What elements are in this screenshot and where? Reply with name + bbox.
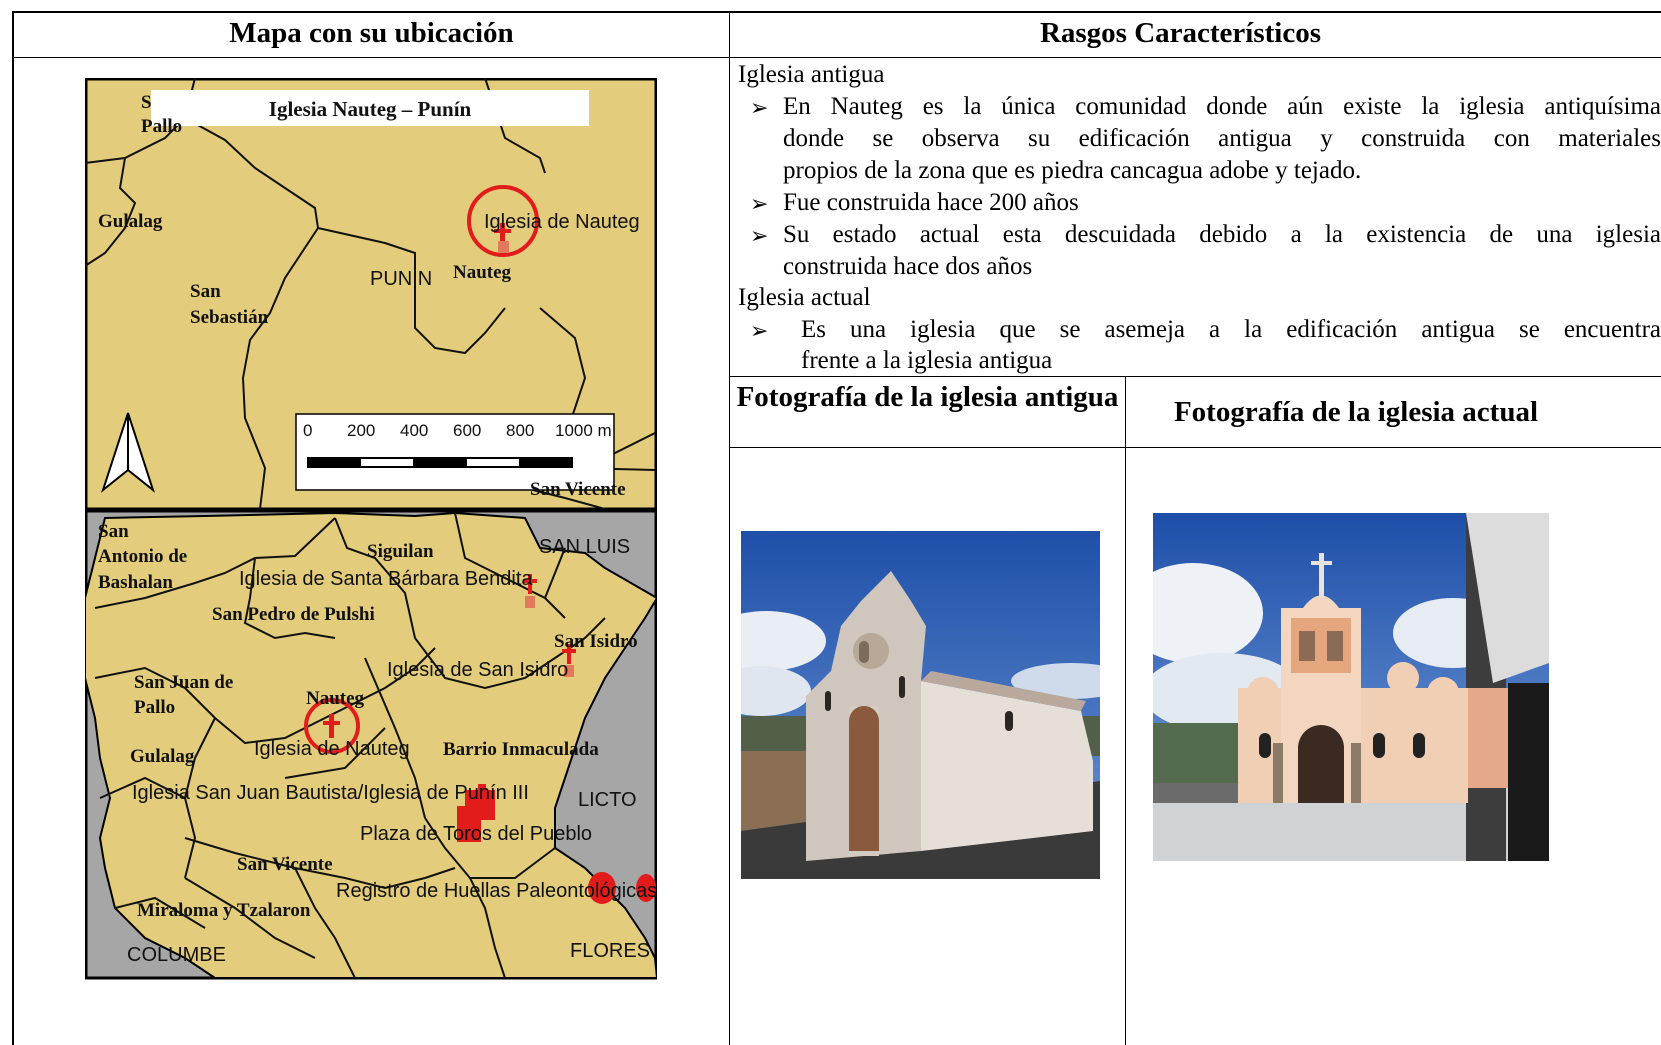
map-label-san-vicente: San Vicente — [237, 854, 333, 875]
north-arrow-icon — [101, 412, 155, 493]
map-label-plaza-toros: Plaza de Toros del Pueblo — [360, 823, 593, 845]
map-label-siguilan: Siguilan — [367, 541, 434, 562]
photo-header-divider — [729, 447, 1661, 448]
bullet-arrow-icon: ➢ — [750, 191, 769, 216]
map-label-san-isidro: San Isidro — [554, 631, 638, 652]
map-label-san-juan-1: San Juan de — [134, 672, 234, 693]
fossil-site-icon — [588, 872, 656, 904]
table-border-left — [12, 11, 14, 1045]
map-title-box — [151, 90, 589, 126]
map-label-san-antonio-3: Bashalan — [98, 572, 173, 593]
map-label-licto: LICTO — [578, 789, 637, 811]
church-marker-icon — [323, 714, 340, 738]
scale-tick-400: 400 — [400, 421, 429, 440]
bullet-arrow-icon: ➢ — [750, 318, 769, 343]
scale-bar-box — [295, 413, 615, 491]
map-label-nauteg: Nauteg — [453, 262, 512, 283]
church-marker-icon — [562, 644, 576, 677]
old-bullet-1-line-3: propios de la zona que es piedra cancagu… — [783, 157, 1362, 184]
table-column-divider — [729, 11, 730, 1045]
header-map: Mapa con su ubicación — [229, 17, 514, 49]
table-border-top — [12, 11, 1661, 13]
church-marker-icon — [494, 223, 511, 253]
map-label-iglesia-nauteg: Iglesia de Nauteg — [484, 211, 640, 233]
map-label-pallo: Pallo — [141, 116, 183, 137]
map-label-iglesia-san-isidro: Iglesia de San Isidro — [387, 659, 569, 681]
location-map: Iglesia Nauteg – Punín S Pallo Gulalag S… — [85, 78, 657, 980]
old-church-photo — [741, 531, 1100, 879]
map-label-san: San — [190, 281, 221, 302]
header-features: Rasgos Característicos — [1039, 17, 1322, 49]
location-circle-icon — [304, 698, 360, 754]
map-label-san-juan-2: Pallo — [134, 697, 176, 718]
scale-tick-0: 0 — [303, 421, 313, 440]
map-label-punin: PUNIN — [370, 268, 433, 290]
header-photo-new: Fotografía de la iglesia actual — [1173, 396, 1539, 428]
scale-tick-200: 200 — [347, 421, 376, 440]
bullet-arrow-icon: ➢ — [750, 223, 769, 248]
old-bullet-3-line-2: construida hace dos años — [783, 253, 1033, 280]
photo-column-divider — [1125, 376, 1126, 1045]
location-circle-icon — [467, 185, 539, 257]
map-label-san-antonio-1: San — [98, 521, 129, 542]
map-label-s: S — [141, 92, 152, 113]
old-bullet-1-line-1: En Nauteg es la única comunidad donde aú… — [783, 93, 1661, 120]
old-church-title: Iglesia antigua — [738, 61, 885, 88]
scale-tick-800: 800 — [506, 421, 535, 440]
features-photos-divider — [729, 376, 1661, 377]
map-label-san-luis: SAN LUIS — [539, 536, 631, 558]
map-label-sebastian: Sebastián — [190, 307, 269, 328]
map-label-iglesia-san-juan: Iglesia San Juan Bautista/Iglesia de Pun… — [132, 782, 529, 804]
new-bullet-1-line-2: frente a la iglesia antigua — [801, 347, 1053, 374]
table-header-divider — [12, 57, 1661, 58]
map-label-san-pedro: San Pedro de Pulshi — [212, 604, 375, 625]
map-label-flores: FLORES — [570, 940, 651, 962]
old-bullet-1-line-2: donde se observa su edificación antigua … — [783, 125, 1661, 152]
map-graphic — [85, 78, 657, 980]
map-label-gulalag: Gulalag — [130, 746, 195, 767]
map-label-nauteg: Nauteg — [306, 688, 365, 709]
old-bullet-3-line-1: Su estado actual esta descuidada debido … — [783, 221, 1661, 248]
map-label-san-vicente: San Vicente — [530, 479, 626, 500]
map-label-barrio-inmaculada: Barrio Inmaculada — [443, 739, 599, 760]
map-label-miraloma: Miraloma y Tzalaron — [137, 900, 311, 921]
scale-bar — [307, 457, 573, 468]
map-label-registro-huellas: Registro de Huellas Paleontológicas — [336, 880, 658, 902]
landmark-cluster-icon — [457, 784, 495, 842]
old-bullet-2: Fue construida hace 200 años — [783, 189, 1079, 216]
new-church-photo — [1153, 513, 1549, 861]
map-label-iglesia-santa-barbara: Iglesia de Santa Bárbara Bendita — [239, 568, 533, 590]
map-label-columbe: COLUMBE — [127, 944, 226, 966]
map-title: Iglesia Nauteg – Punín — [268, 97, 472, 121]
new-bullet-1-line-1: Es una iglesia que se asemeja a la edifi… — [801, 316, 1661, 343]
scale-tick-600: 600 — [453, 421, 482, 440]
map-label-san-antonio-2: Antonio de — [98, 546, 188, 567]
bullet-arrow-icon: ➢ — [750, 95, 769, 120]
map-label-iglesia-nauteg: Iglesia de Nauteg — [254, 738, 410, 760]
church-marker-icon — [523, 574, 537, 608]
header-photo-old: Fotografía de la iglesia antigua — [736, 381, 1119, 413]
scale-tick-1000: 1000 m — [555, 421, 612, 440]
map-label-gulalag: Gulalag — [98, 211, 163, 232]
new-church-title: Iglesia actual — [738, 284, 871, 311]
